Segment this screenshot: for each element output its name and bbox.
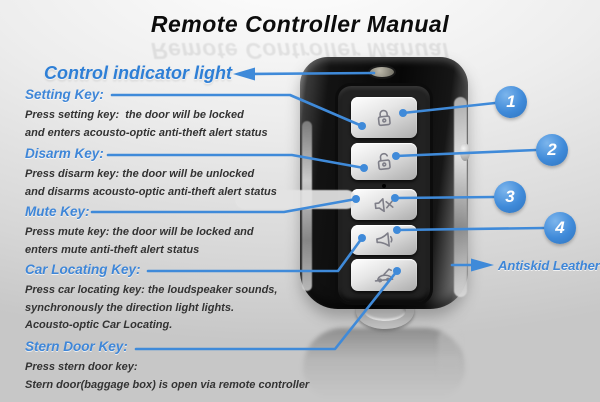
mute-key-text-1: Press mute key: the door will be locked …	[25, 226, 254, 238]
section-setting-key: Setting Key: Press setting key: the door…	[25, 87, 325, 142]
setting-key-text-2: and enters acousto-optic anti-theft aler…	[25, 126, 268, 139]
section-stern-door-key: Stern Door Key: Press stern door key: St…	[25, 339, 325, 394]
setting-key-heading: Setting Key:	[25, 87, 104, 102]
car-locating-key-dot	[358, 234, 366, 242]
callout-3: 3	[494, 181, 526, 213]
callout-2: 2	[536, 134, 568, 166]
section-mute-key: Mute Key: Press mute key: the door will …	[25, 204, 325, 259]
stern-door-key-dot	[393, 267, 401, 275]
remote-reflection-streak	[438, 330, 460, 382]
callout-2-line	[394, 148, 538, 158]
setting-key-dot	[358, 122, 366, 130]
antiskid-arrowhead	[471, 258, 494, 272]
lock-icon	[377, 109, 391, 126]
control-indicator-line	[250, 71, 376, 76]
button-panel	[335, 83, 433, 305]
stern-door-key-text-1: Press stern door key:	[25, 361, 138, 373]
callout-4-dot	[393, 226, 401, 234]
car-locating-key-line	[146, 236, 364, 273]
mute-speaker-icon	[374, 197, 394, 212]
callout-4-line	[395, 226, 546, 232]
setting-button	[351, 97, 417, 138]
horn-icon	[376, 232, 393, 247]
stern-door-key-text-2: Stern door(baggage box) is open via remo…	[25, 378, 310, 391]
mute-key-text-2: enters mute anti-theft alert status	[25, 243, 200, 256]
callout-3-line	[393, 195, 496, 200]
mute-key-heading: Mute Key:	[25, 204, 90, 219]
callout-1: 1	[495, 86, 527, 118]
section-disarm-key: Disarm Key: Press disarm key: the door w…	[25, 146, 325, 201]
callout-1-line	[401, 101, 497, 115]
mute-key-line	[90, 197, 358, 214]
antiskid-leather-label: Antiskid Leather	[498, 258, 600, 273]
callout-3-dot	[391, 194, 399, 202]
disarm-button	[351, 143, 417, 180]
disarm-key-text-2: and disarms acousto-optic anti-theft ale…	[25, 185, 277, 198]
callout-2-dot	[392, 152, 400, 160]
stern-door-key-line	[134, 269, 399, 351]
mute-button	[351, 189, 417, 220]
mute-key-dot	[352, 195, 360, 203]
section-car-locating-key: Car Locating Key: Press car locating key…	[25, 262, 325, 335]
car-locating-key-text-1: Press car locating key: the loudspeaker …	[25, 284, 278, 296]
disarm-key-heading: Disarm Key:	[25, 146, 104, 161]
disarm-key-text-1: Press disarm key: the door will be unloc…	[25, 168, 255, 180]
control-indicator-arrowhead	[233, 67, 255, 81]
disarm-key-dot	[360, 164, 368, 172]
car-locating-key-text-2: synchronously the direction light lights…	[25, 301, 235, 314]
car-locating-key-heading: Car Locating Key:	[25, 262, 141, 277]
callout-1-dot	[399, 109, 407, 117]
setting-key-line	[110, 93, 364, 128]
callout-4: 4	[544, 212, 576, 244]
callout-2-label: 2	[547, 140, 557, 159]
callout-3-label: 3	[505, 187, 515, 206]
page-title: Remote Controller Manual	[150, 11, 450, 37]
callout-1-label: 1	[506, 92, 516, 111]
setting-key-text-1: Press setting key: the door will be lock…	[25, 109, 244, 121]
unlock-icon	[377, 152, 391, 170]
stern-door-key-heading: Stern Door Key:	[25, 339, 128, 354]
disarm-key-line	[106, 153, 366, 170]
callout-4-label: 4	[555, 218, 565, 237]
car-locating-key-text-3: Acousto-optic Car Locating.	[25, 319, 173, 331]
panel-screw-dot	[382, 184, 386, 188]
control-indicator-label: Control indicator light	[44, 63, 232, 83]
